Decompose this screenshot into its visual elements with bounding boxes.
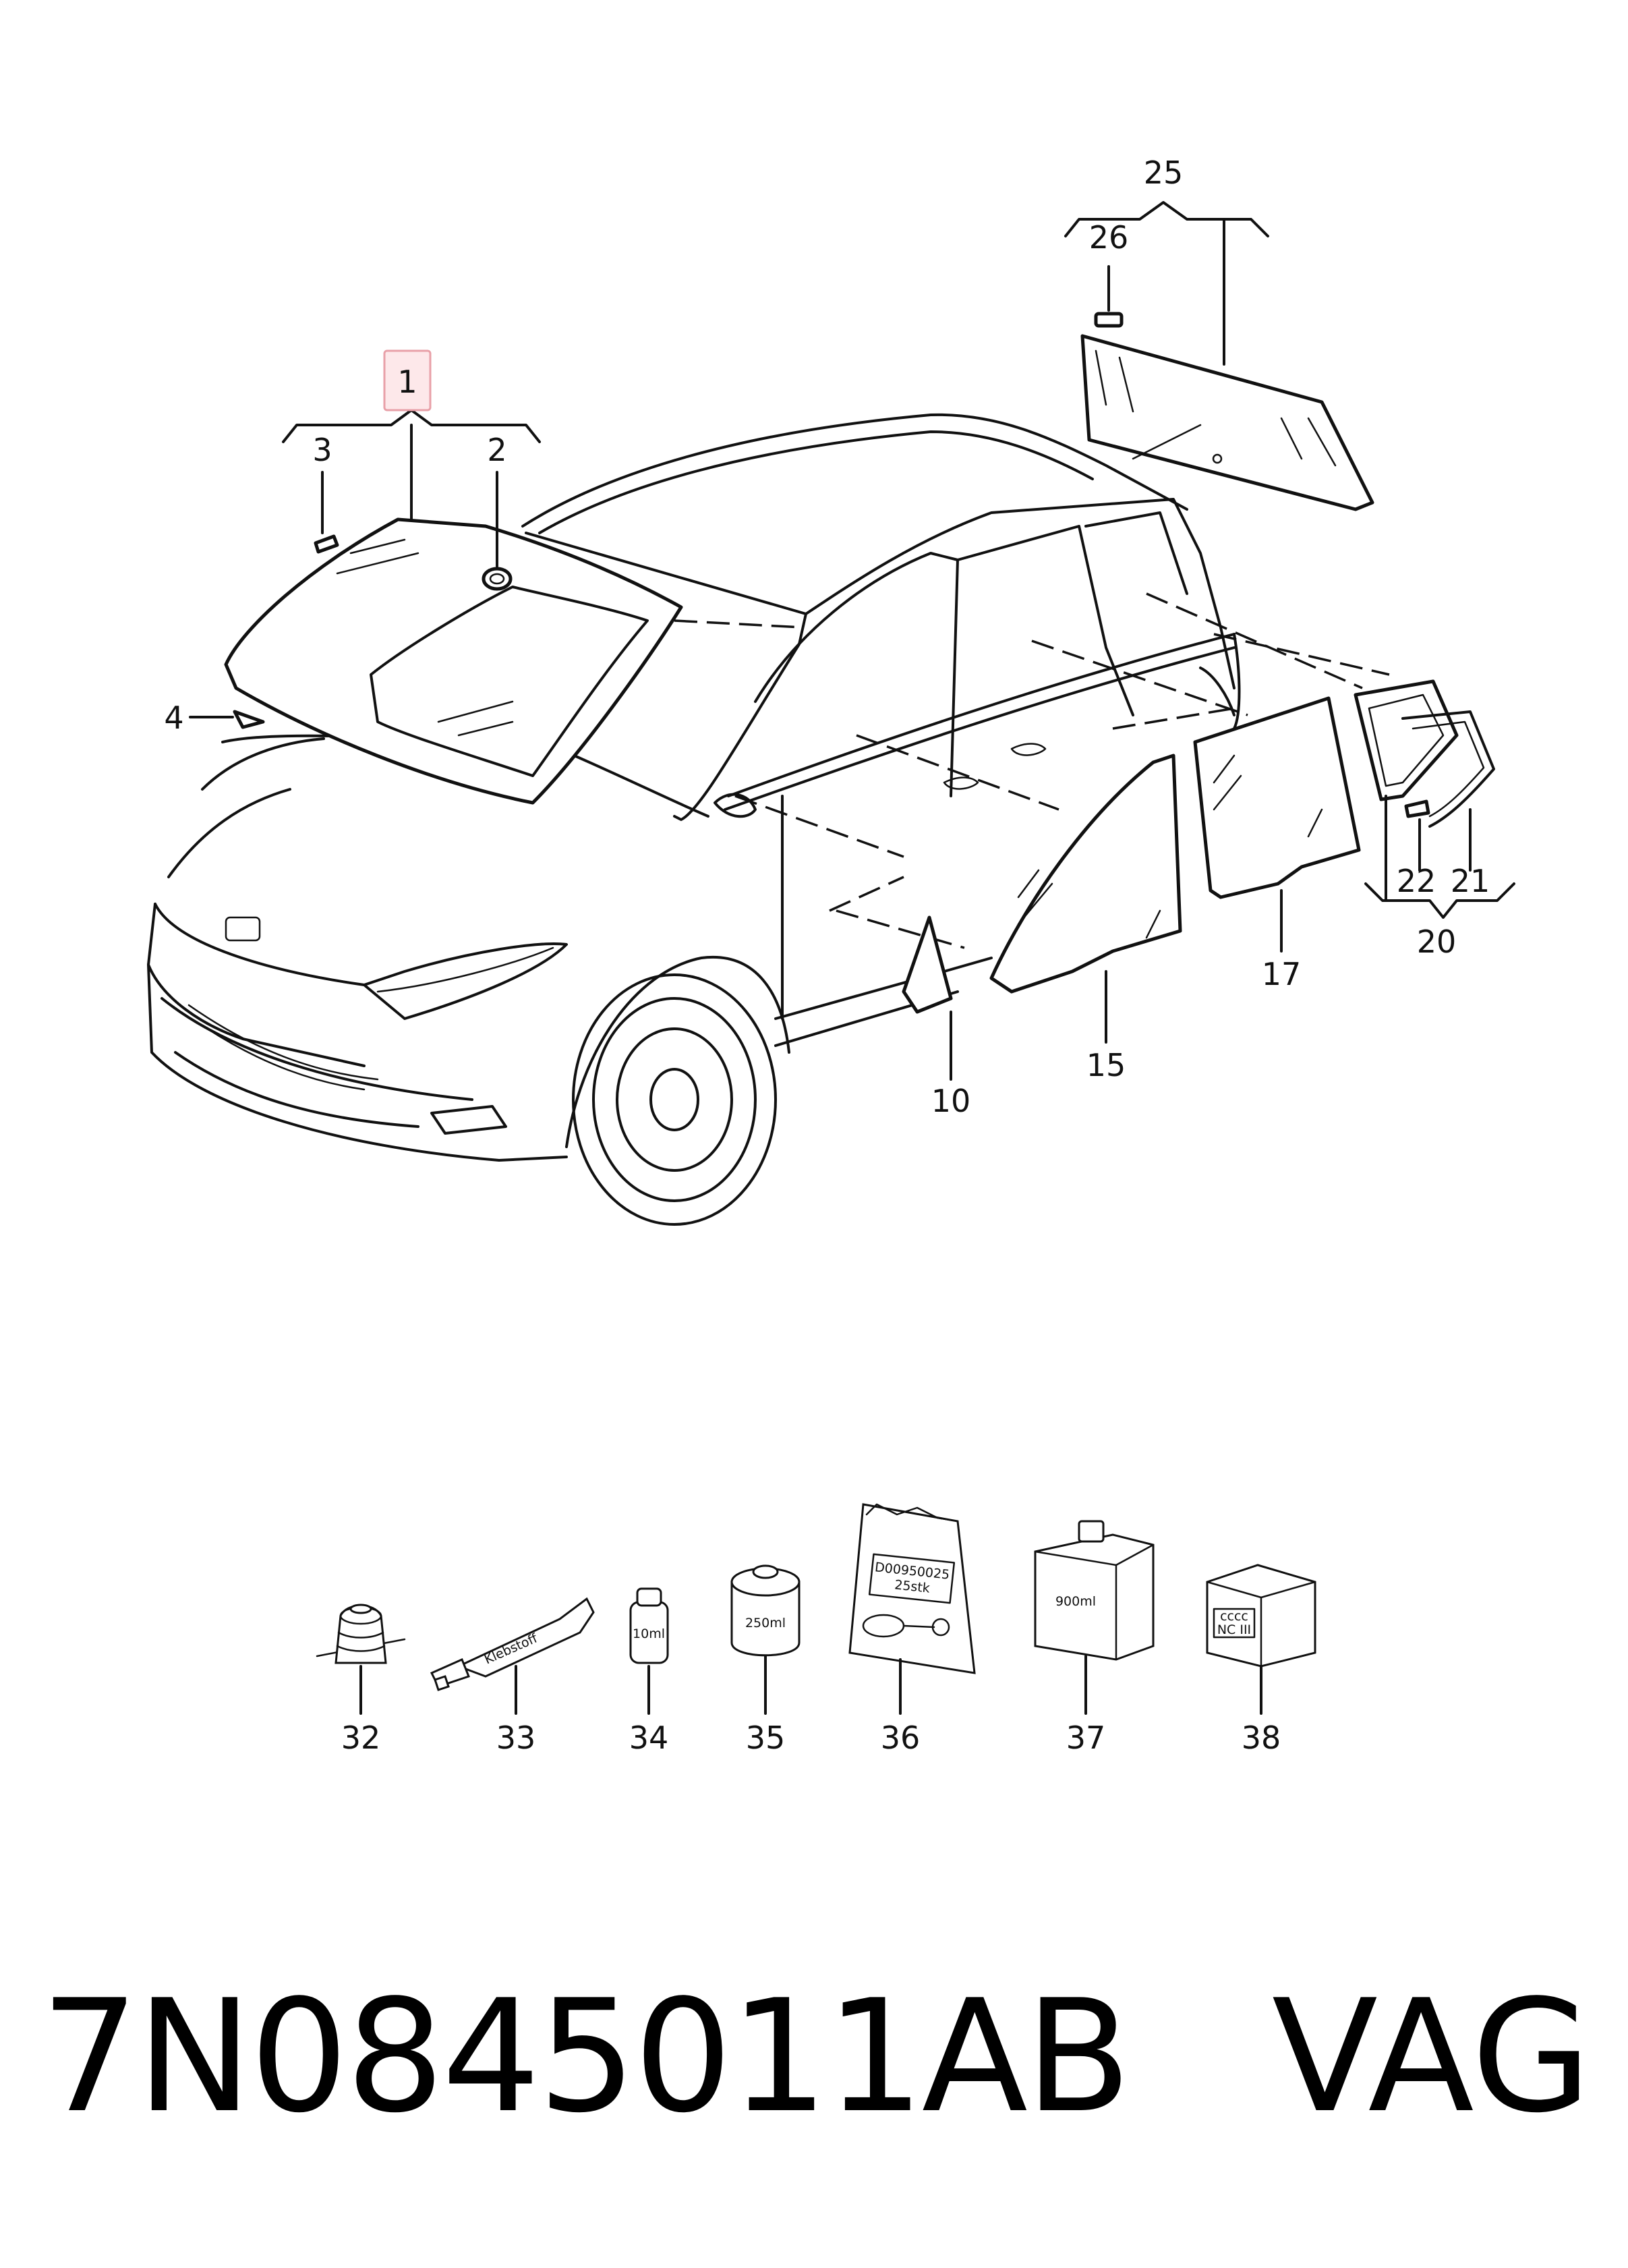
callout-22[interactable]: 22 bbox=[1397, 863, 1436, 899]
callout-15[interactable]: 15 bbox=[1086, 1047, 1126, 1083]
part-number: 7N0845011AB bbox=[40, 1967, 1132, 2147]
callout-36[interactable]: 36 bbox=[881, 1720, 921, 1756]
callout-35[interactable]: 35 bbox=[746, 1720, 786, 1756]
primer-bottle[interactable]: 10ml bbox=[629, 1587, 669, 1664]
cutting-wire-box[interactable]: cccc NC III bbox=[1206, 1564, 1316, 1668]
adhesive-tube[interactable]: Klebstoff bbox=[430, 1597, 595, 1691]
rain-sensor[interactable] bbox=[482, 567, 513, 591]
rear-quarter-glass[interactable] bbox=[1354, 679, 1459, 801]
front-quarter-glass[interactable] bbox=[902, 915, 953, 1014]
repair-kit-bag[interactable]: D00950025 25stk bbox=[848, 1503, 976, 1674]
callout-32[interactable]: 32 bbox=[341, 1720, 381, 1756]
quarter-glass-seal[interactable] bbox=[1401, 710, 1495, 828]
front-door-glass[interactable] bbox=[989, 754, 1182, 994]
callout-4[interactable]: 4 bbox=[164, 700, 183, 736]
vehicle-body bbox=[147, 413, 1241, 1226]
accessory-leaders bbox=[359, 1655, 1262, 1715]
primer-can[interactable]: 250ml bbox=[730, 1564, 801, 1657]
rear-door-glass[interactable] bbox=[1193, 696, 1361, 899]
windshield-clip[interactable] bbox=[314, 534, 339, 554]
callout-20[interactable]: 20 bbox=[1417, 924, 1457, 960]
quarter-glass-clip[interactable] bbox=[1404, 799, 1430, 818]
callout-3[interactable]: 3 bbox=[312, 432, 332, 468]
callout-2[interactable]: 2 bbox=[487, 432, 506, 468]
callout-21[interactable]: 21 bbox=[1451, 863, 1490, 899]
sealing-cone[interactable] bbox=[316, 1604, 406, 1664]
callout-38[interactable]: 38 bbox=[1242, 1720, 1281, 1756]
windshield[interactable] bbox=[224, 517, 683, 805]
bottle-label: 10ml bbox=[633, 1626, 665, 1641]
callout-leaders bbox=[189, 201, 1515, 1081]
callout-34[interactable]: 34 bbox=[629, 1720, 669, 1756]
callout-25[interactable]: 25 bbox=[1144, 154, 1184, 191]
callout-37[interactable]: 37 bbox=[1066, 1720, 1106, 1756]
cleaner-canister[interactable]: 900ml bbox=[1034, 1520, 1155, 1661]
callout-1[interactable]: 1 bbox=[397, 364, 417, 400]
callout-labels: 1 2 3 4 10 15 17 20 21 22 25 26 bbox=[164, 154, 1490, 1119]
callout-10[interactable]: 10 bbox=[931, 1083, 971, 1119]
can-label: 250ml bbox=[745, 1616, 786, 1631]
wedge-piece[interactable] bbox=[233, 710, 265, 729]
brand-name: VAG bbox=[1271, 1967, 1592, 2147]
box-label-line1: cccc bbox=[1220, 1609, 1248, 1624]
callout-17[interactable]: 17 bbox=[1262, 956, 1302, 992]
callout-26[interactable]: 26 bbox=[1089, 219, 1129, 256]
box-label-line2: NC III bbox=[1217, 1622, 1251, 1637]
callout-33[interactable]: 33 bbox=[496, 1720, 536, 1756]
rear-window-clip[interactable] bbox=[1094, 312, 1124, 328]
accessory-labels: 32 33 34 35 36 37 38 bbox=[341, 1720, 1281, 1756]
footer: 7N0845011AB VAG bbox=[40, 1956, 1592, 2159]
bag-label-line2: 25stk bbox=[894, 1577, 931, 1595]
canister-label: 900ml bbox=[1055, 1594, 1096, 1609]
rear-window[interactable] bbox=[1080, 334, 1374, 511]
callout-1-highlight bbox=[383, 349, 432, 412]
